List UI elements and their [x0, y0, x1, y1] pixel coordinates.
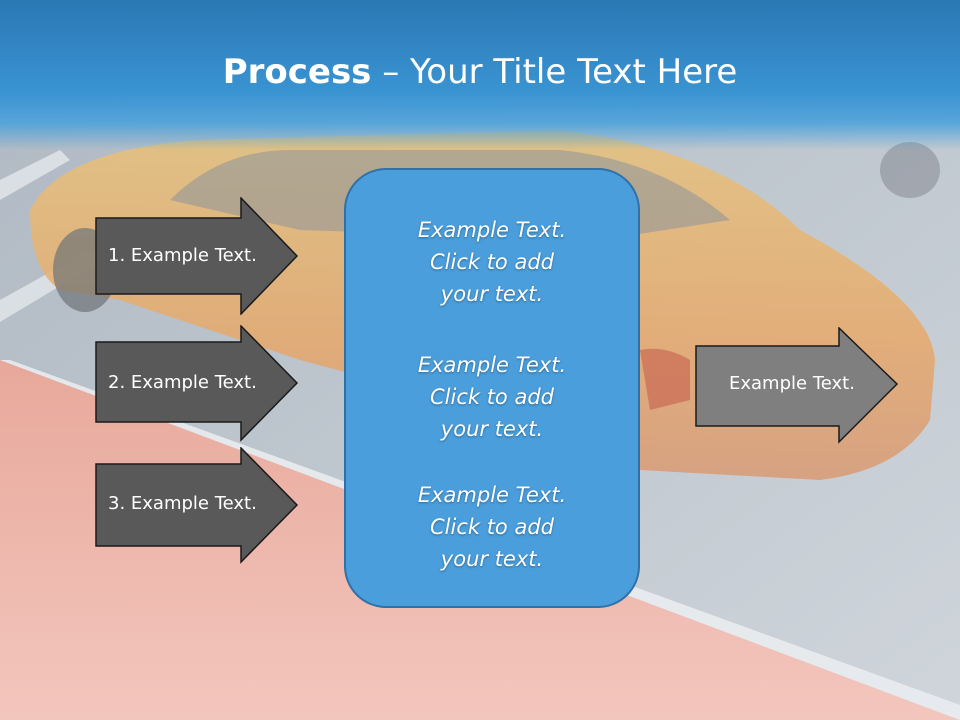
center-block-3-line-1: Example Text. [417, 483, 567, 507]
right-arrow[interactable]: Example Text. [695, 327, 900, 445]
arrow-shape-2 [95, 325, 299, 442]
arrow-shape-1 [95, 197, 299, 315]
center-block-1-line-1: Example Text. [417, 218, 567, 242]
center-content-box[interactable]: Example Text. Click to add your text. Ex… [344, 168, 640, 608]
center-block-1-line-3: your text. [440, 282, 544, 306]
left-arrow-label-2: 2. Example Text. [108, 372, 257, 393]
center-block-3: Example Text. Click to add your text. [346, 479, 638, 575]
left-arrow-3[interactable]: 3. Example Text. [95, 447, 300, 565]
right-arrow-label: Example Text. [729, 373, 855, 394]
left-arrow-1[interactable]: 1. Example Text. [95, 197, 300, 315]
center-block-3-line-3: your text. [440, 547, 544, 571]
title-bar [0, 0, 960, 150]
center-block-3-line-2: Click to add [429, 515, 554, 539]
center-block-2-line-3: your text. [440, 417, 544, 441]
center-block-2-line-2: Click to add [429, 385, 554, 409]
right-arrow-shape [695, 327, 899, 444]
center-block-1: Example Text. Click to add your text. [346, 214, 638, 310]
left-arrow-label-1: 1. Example Text. [108, 245, 257, 266]
center-block-2-line-1: Example Text. [417, 353, 567, 377]
center-block-1-line-2: Click to add [429, 250, 554, 274]
left-arrow-label-3: 3. Example Text. [108, 493, 257, 514]
arrow-shape-3 [95, 447, 299, 564]
slide-title: Process – Your Title Text Here [0, 52, 960, 92]
left-arrow-2[interactable]: 2. Example Text. [95, 325, 300, 443]
center-block-2: Example Text. Click to add your text. [346, 349, 638, 445]
title-rest: – Your Title Text Here [371, 52, 738, 92]
title-bold: Process [222, 52, 372, 92]
